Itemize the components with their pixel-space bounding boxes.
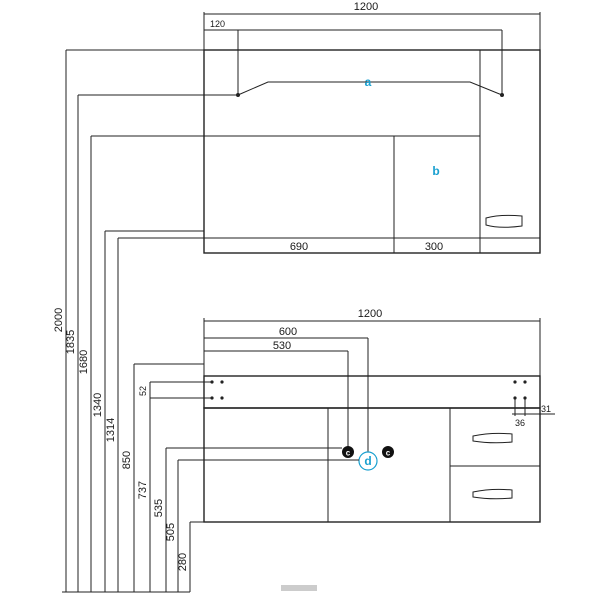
height-1680: 1680 [78, 350, 90, 374]
drawer-handle-top [472, 432, 513, 444]
height-1340: 1340 [92, 393, 104, 417]
dim-cabinet-width-label: 300 [425, 241, 443, 253]
light-mount-right [500, 93, 504, 97]
bottom-unit: 1200 600 530 52 36 31 [138, 308, 555, 523]
height-737: 737 [137, 481, 149, 499]
light-wire [237, 81, 503, 96]
vanity-top [203, 375, 541, 409]
dim-600-label: 600 [279, 326, 297, 338]
footer-mark-box [281, 585, 317, 591]
dim-52-label: 52 [138, 386, 148, 396]
hole-left-2 [220, 380, 224, 384]
mirror-panel [203, 135, 395, 239]
callout-c2: c [386, 449, 391, 458]
pipe-c-right [382, 446, 394, 458]
top-unit-outline [203, 49, 541, 254]
callout-b: b [432, 164, 439, 178]
hole-right-2 [523, 380, 527, 384]
callout-c1: c [346, 449, 351, 458]
height-2000: 2000 [53, 308, 65, 332]
drain-d [358, 451, 378, 471]
dim-36-label: 36 [515, 418, 525, 428]
dim-530-label: 530 [273, 340, 291, 352]
height-280: 280 [177, 553, 189, 571]
dim-top-offset-label: 120 [210, 19, 225, 29]
vanity-body [203, 407, 541, 523]
callout-a: a [365, 75, 372, 89]
cabinet-door [393, 135, 481, 239]
dim-31-label: 31 [541, 404, 551, 414]
drawer-handle-bottom [472, 488, 513, 500]
callout-d: d [364, 454, 371, 468]
height-dimensions: 2000 1835 1680 1340 1314 850 737 535 505 [53, 49, 238, 593]
cabinet-handle [485, 214, 523, 228]
top-unit: 1200 120 a b 690 300 [203, 1, 541, 254]
height-850: 850 [121, 451, 133, 469]
height-1835: 1835 [65, 330, 77, 354]
height-535: 535 [153, 499, 165, 517]
height-1314: 1314 [105, 418, 117, 442]
hole-right-1 [513, 380, 517, 384]
dim-bottom-width-label: 1200 [358, 308, 382, 320]
footer-mark [281, 585, 317, 591]
pipe-c-left [342, 446, 354, 458]
dim-top-width-label: 1200 [354, 1, 378, 13]
height-505: 505 [165, 523, 177, 541]
dim-mirror-width-label: 690 [290, 241, 308, 253]
hole-left-4 [220, 396, 224, 400]
